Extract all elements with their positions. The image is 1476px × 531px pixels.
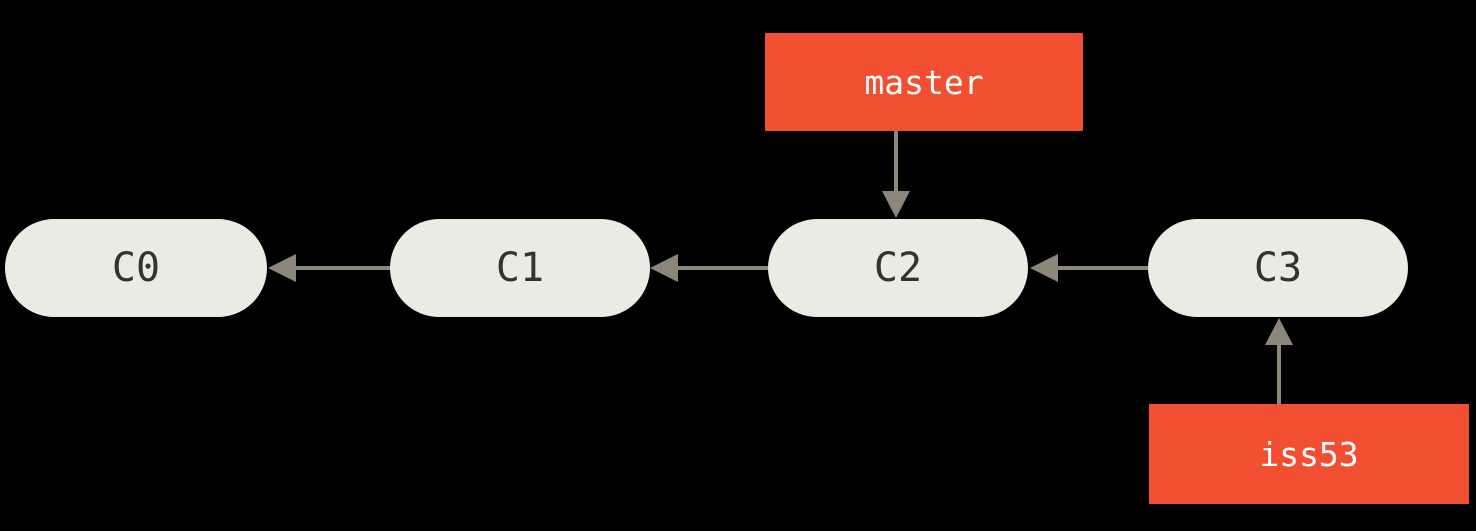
- edge-c3-to-c2-arrow: [1030, 254, 1148, 282]
- commit-node-c0: C0: [5, 219, 267, 317]
- edge-master-to-c2-arrow: [882, 131, 910, 218]
- commit-node-c1-label: C1: [495, 245, 545, 291]
- commit-node-c1: C1: [390, 219, 650, 317]
- commit-node-c2: C2: [768, 219, 1028, 317]
- branch-label-iss53-text: iss53: [1259, 434, 1359, 474]
- edge-c1-to-c0-arrow: [268, 254, 392, 282]
- edge-iss53-to-c3-arrow: [1265, 318, 1293, 404]
- commit-node-c2-label: C2: [873, 245, 923, 291]
- branch-label-master-text: master: [864, 62, 984, 102]
- commit-node-c3: C3: [1148, 219, 1408, 317]
- branch-label-iss53: iss53: [1149, 404, 1469, 504]
- branch-label-master: master: [765, 33, 1083, 131]
- commit-node-c0-label: C0: [111, 245, 161, 291]
- commit-node-c3-label: C3: [1253, 245, 1303, 291]
- edge-c2-to-c1-arrow: [650, 254, 778, 282]
